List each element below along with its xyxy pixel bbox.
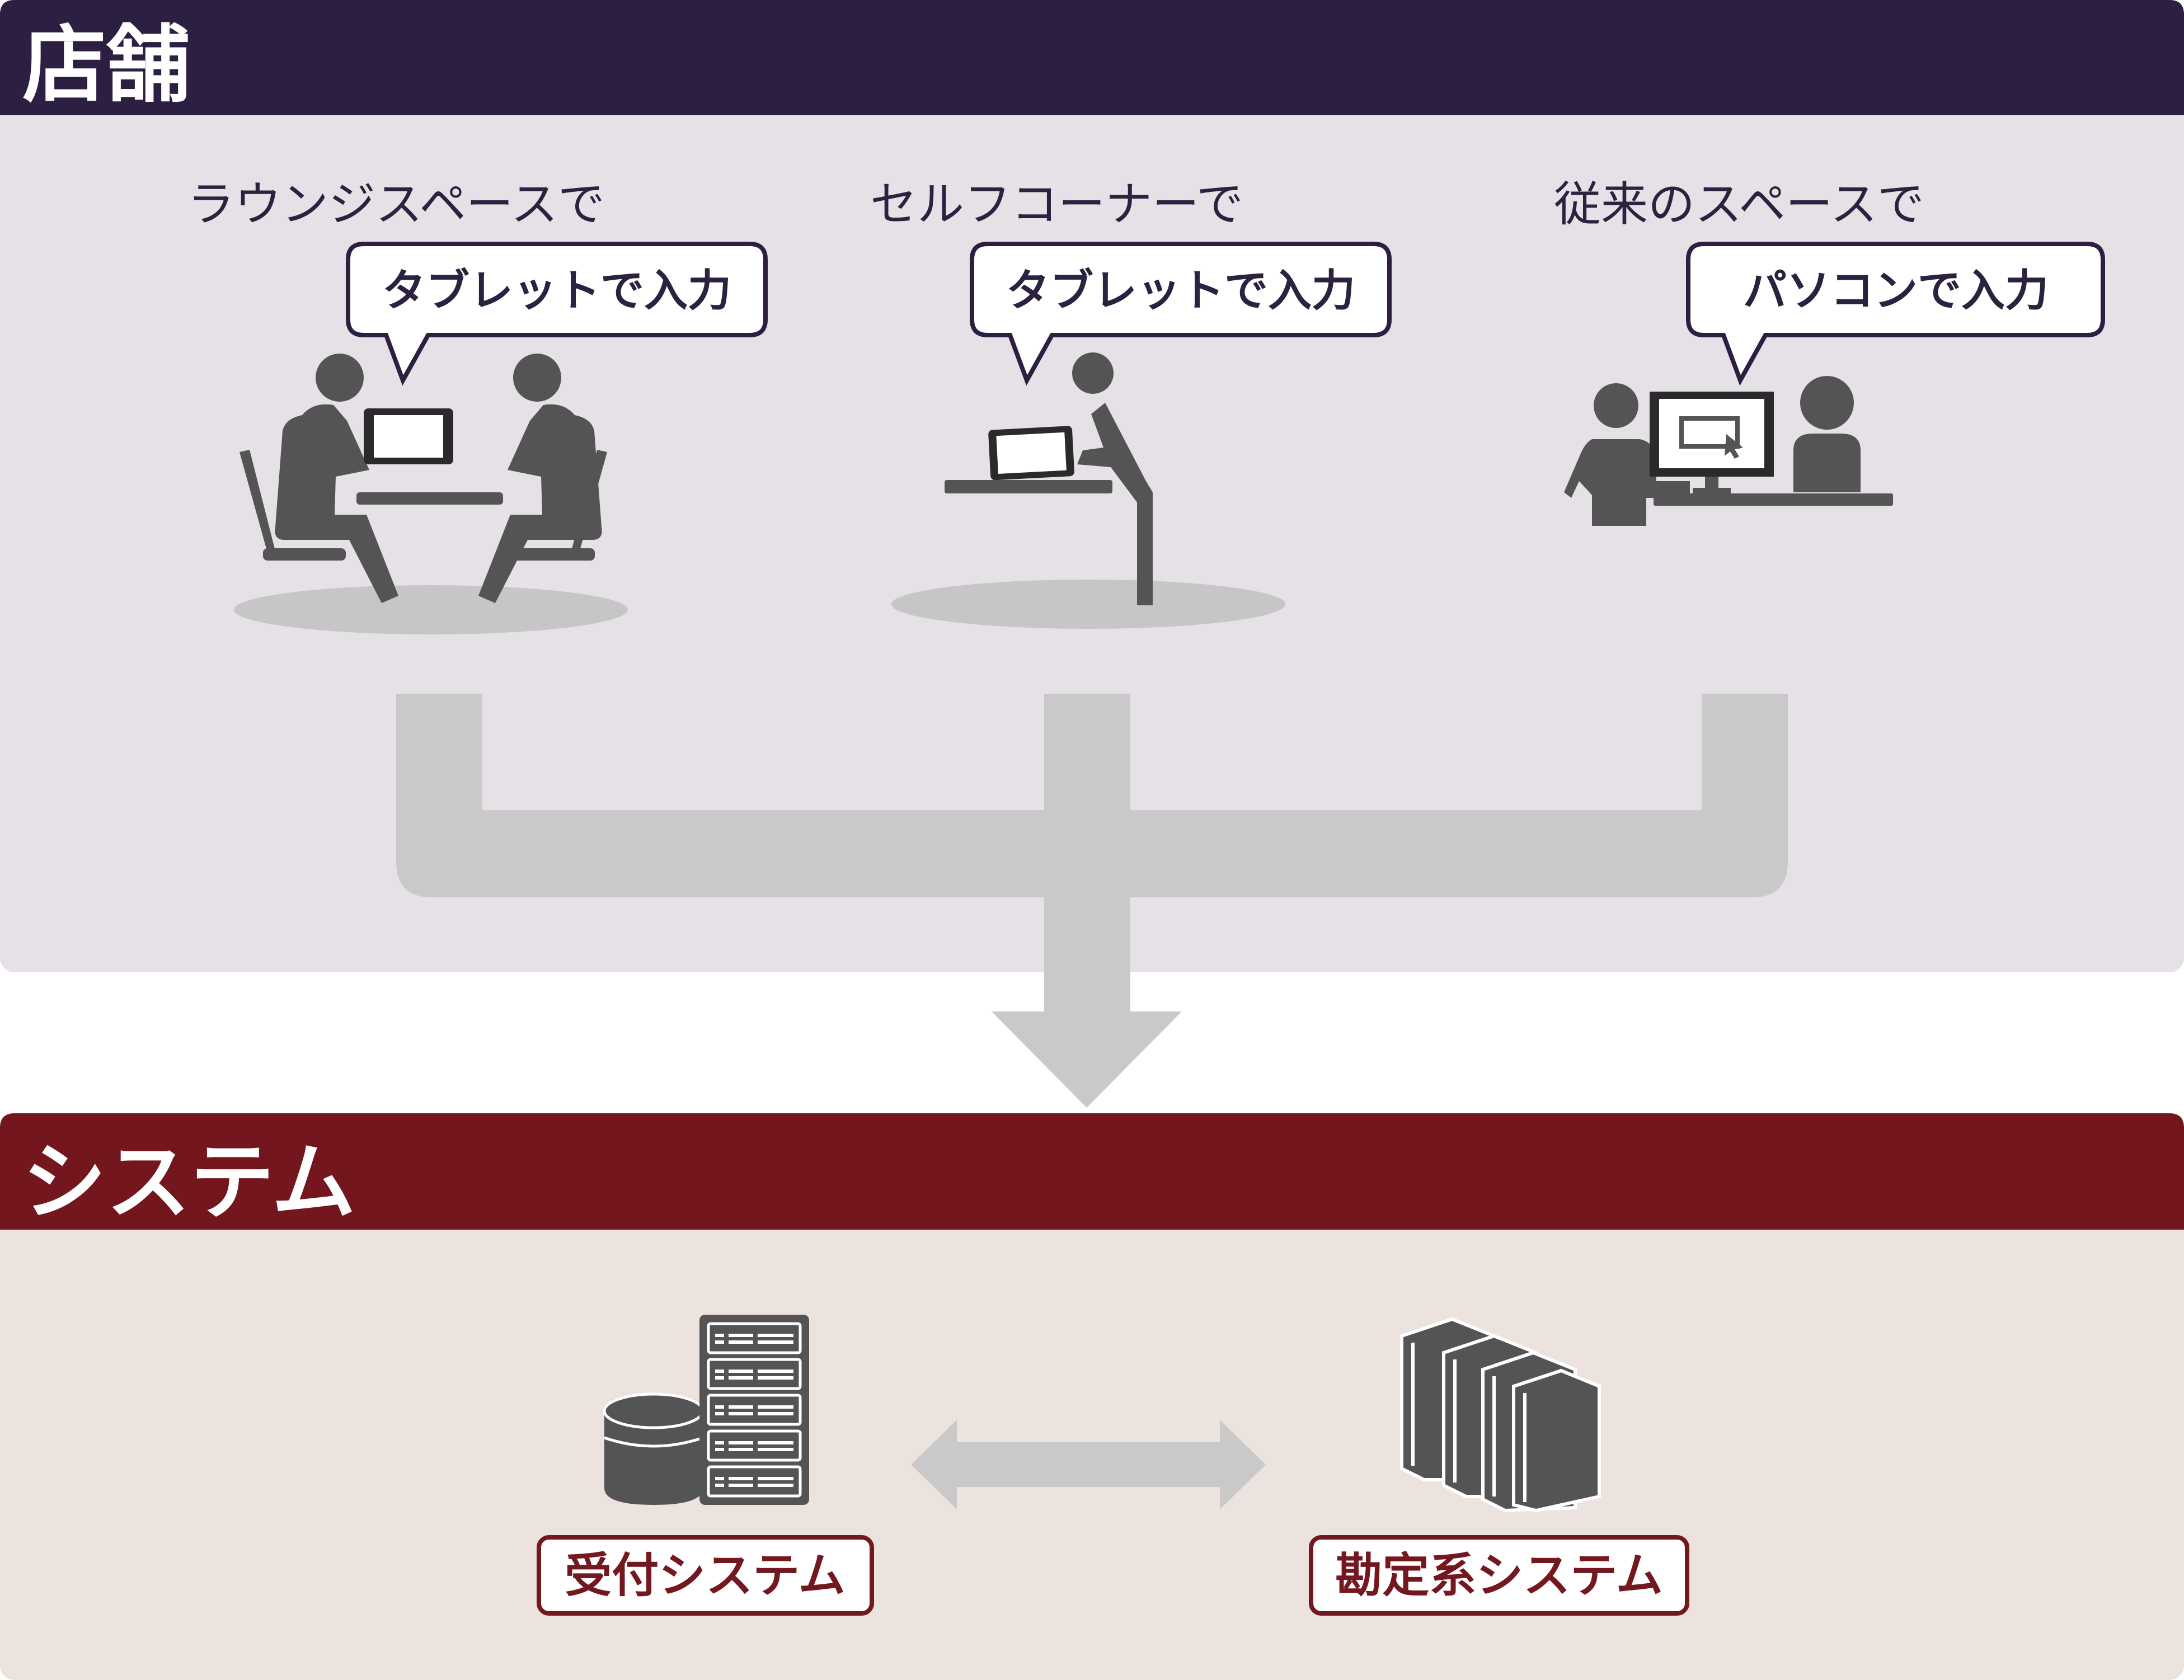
speech-bubble-traditional: パソコンで入力 (1686, 242, 2105, 386)
speech-bubble-self-corner: タブレットで入力 (970, 242, 1392, 386)
system-label-reception-text: 受付システム (565, 1548, 845, 1603)
system-header-bar (0, 1113, 2184, 1230)
flow-connector-arrow (396, 694, 1788, 1108)
person-standing-tablet-icon (891, 352, 1285, 629)
ground-shadow (234, 585, 628, 634)
bubble-text-lounge: タブレットで入力 (382, 266, 731, 316)
desk-pc-two-people-icon (1564, 376, 1893, 526)
system-title: システム (22, 1134, 356, 1231)
speech-bubble-lounge: タブレットで入力 (346, 242, 768, 386)
scene-label-traditional: 従来のスペースで (1554, 177, 1924, 232)
system-label-accounting: 勘定系システム (1309, 1535, 1689, 1616)
bubble-text-traditional: パソコンで入力 (1743, 266, 2049, 316)
system-label-accounting-text: 勘定系システム (1335, 1548, 1662, 1603)
scene-label-lounge: ラウンジスペースで (187, 177, 605, 232)
system-label-reception: 受付システム (537, 1535, 874, 1616)
store-title: 店舗 (22, 17, 190, 114)
scene-label-self-corner: セルフコーナーで (870, 177, 1243, 232)
ground-shadow (891, 580, 1285, 629)
meeting-two-people-tablet-icon (234, 354, 628, 634)
store-header-bar (0, 0, 2184, 115)
bidirectional-arrow (911, 1420, 1266, 1509)
mainframe-icon (1400, 1317, 1601, 1513)
system-panel: システム (0, 1113, 2184, 1680)
database-server-rack-icon (603, 1315, 809, 1505)
bubble-text-self-corner: タブレットで入力 (1006, 266, 1355, 316)
